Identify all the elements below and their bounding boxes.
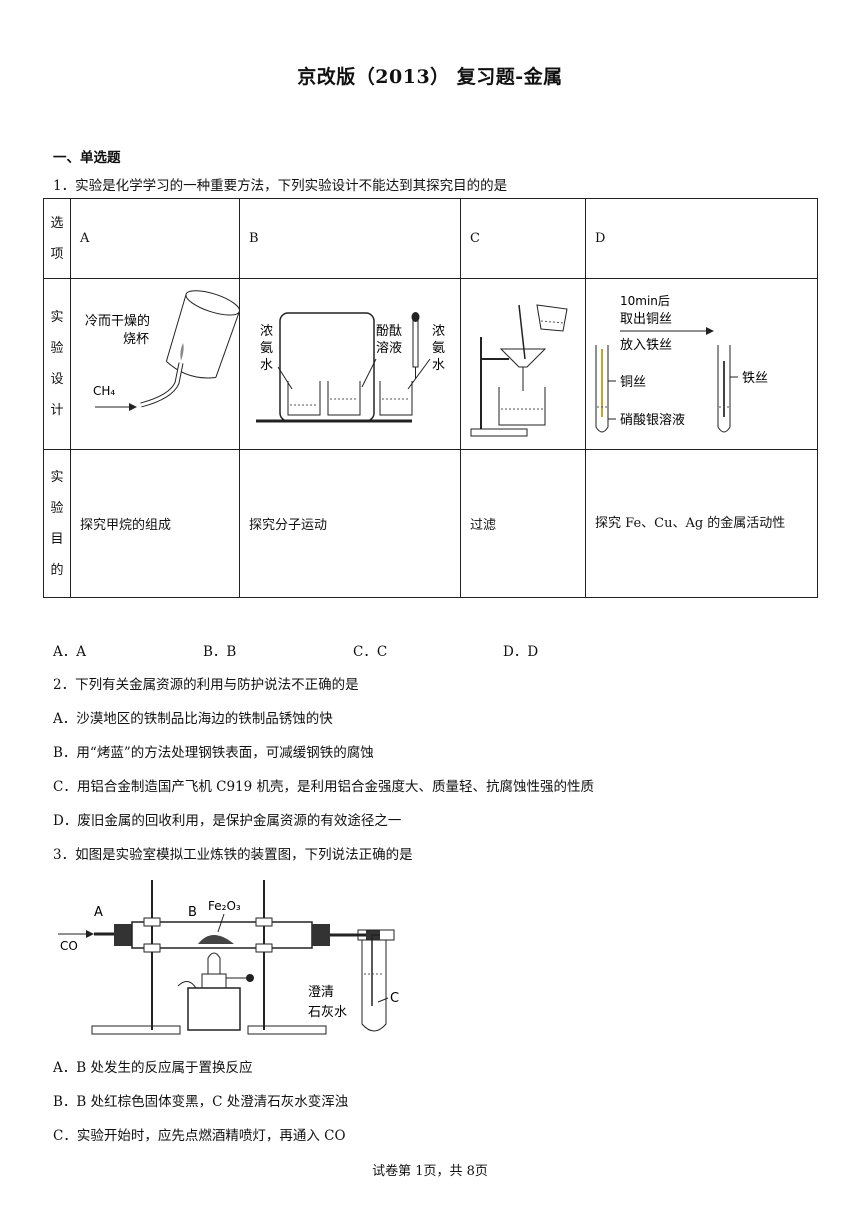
glass-rod bbox=[518, 304, 526, 360]
q2-option-c[interactable]: C．用铝合金制造国产飞机 C919 机壳，是利用铝合金强度大、质量轻、抗腐蚀性强… bbox=[53, 779, 595, 795]
label-a: A bbox=[94, 905, 103, 920]
beaker-middle bbox=[327, 381, 361, 416]
fig-d-line-1: 10min后 bbox=[620, 294, 670, 308]
q3-option-c[interactable]: C．实验开始时，应先点燃酒精喷灯，再通入 CO bbox=[53, 1128, 346, 1144]
fig-b-left-1: 浓 bbox=[260, 324, 273, 339]
test-tube bbox=[361, 940, 387, 1032]
stand-base bbox=[470, 428, 528, 437]
fig-b-right-2: 氨 bbox=[432, 341, 445, 356]
figure-cell-a: 冷而干燥的 烧杯 CH₄ bbox=[70, 278, 241, 450]
fig-b-right-3: 水 bbox=[432, 358, 445, 373]
figure-cell-b: 浓 氨 水 酚酞 溶液 浓 氨 水 bbox=[239, 278, 461, 450]
funnel-icon bbox=[499, 348, 547, 368]
flame-icon bbox=[180, 343, 184, 361]
col-header-c: C bbox=[460, 198, 586, 279]
dropper-icon bbox=[412, 318, 419, 368]
col-header-b: B bbox=[239, 198, 461, 279]
fig-b-mid-1: 酚酞 bbox=[376, 324, 402, 339]
iron-oxide-powder bbox=[198, 935, 234, 944]
pouring-beaker bbox=[536, 304, 568, 332]
question-1-table: 选项 A B C D 实验设计 冷而干燥的 烧杯 CH₄ bbox=[43, 198, 818, 598]
fig-d-copper: 铜丝 bbox=[620, 375, 646, 390]
fig-d-solution: 硝酸银溶液 bbox=[620, 413, 685, 428]
row-header-purpose: 实验目的 bbox=[43, 449, 71, 598]
row-header-design: 实验设计 bbox=[43, 278, 71, 450]
purpose-b: 探究分子运动 bbox=[239, 449, 461, 598]
fig-b-mid-2: 溶液 bbox=[376, 341, 402, 356]
q2-option-a[interactable]: A．沙漠地区的铁制品比海边的铁制品锈蚀的快 bbox=[53, 711, 333, 727]
label-co: CO bbox=[60, 939, 78, 953]
label-lime-2: 石灰水 bbox=[308, 1005, 347, 1020]
filtration-figure bbox=[470, 304, 568, 437]
question-3-stem: 3．如图是实验室模拟工业炼铁的装置图，下列说法正确的是 bbox=[53, 847, 413, 863]
ammonia-diffusion-figure: 浓 氨 水 酚酞 溶液 浓 氨 水 bbox=[256, 312, 445, 423]
q2-option-b[interactable]: B．用“烤蓝”的方法处理钢铁表面，可减缓钢铁的腐蚀 bbox=[53, 745, 374, 761]
label-b: B bbox=[188, 905, 197, 920]
col-header-a: A bbox=[70, 198, 240, 279]
alcohol-lamp bbox=[187, 987, 241, 1031]
fig-b-left-3: 水 bbox=[260, 358, 273, 373]
row-header-text: 选项 bbox=[50, 215, 64, 262]
beaker-rim bbox=[185, 290, 241, 316]
stand-base-right bbox=[247, 1025, 327, 1035]
beaker-left bbox=[287, 381, 321, 416]
fig-b-right-1: 浓 bbox=[432, 324, 445, 339]
option-d[interactable]: D．D bbox=[503, 644, 539, 660]
stand-base-left bbox=[91, 1025, 181, 1035]
metal-activity-figure: 10min后 取出铜丝 放入铁丝 铜丝 硝酸银溶液 铁丝 bbox=[595, 294, 768, 433]
row-header-text: 实验设计 bbox=[50, 310, 64, 418]
row-header-option: 选项 bbox=[43, 198, 71, 279]
iron-smelting-apparatus-figure: A CO B Fe₂O₃ 澄清 石灰水 C bbox=[58, 880, 399, 1035]
label-c: C bbox=[390, 991, 399, 1006]
methane-beaker-figure: 冷而干燥的 烧杯 CH₄ bbox=[85, 290, 241, 411]
fig-d-line-2: 取出铜丝 bbox=[620, 312, 672, 327]
fig-d-iron: 铁丝 bbox=[742, 371, 768, 386]
test-tube-left bbox=[595, 345, 609, 433]
figure-cell-d: 10min后 取出铜丝 放入铁丝 铜丝 硝酸银溶液 铁丝 bbox=[585, 278, 818, 450]
fig-b-left-2: 氨 bbox=[260, 341, 273, 356]
label-fe2o3: Fe₂O₃ bbox=[208, 899, 241, 913]
question-2-stem: 2．下列有关金属资源的利用与防护说法不正确的是 bbox=[53, 677, 359, 693]
purpose-d: 探究 Fe、Cu、Ag 的金属活动性 bbox=[585, 449, 818, 598]
q2-option-d[interactable]: D．废旧金属的回收利用，是保护金属资源的有效途径之一 bbox=[53, 813, 402, 829]
flame-icon bbox=[207, 952, 221, 975]
option-b[interactable]: B．B bbox=[203, 644, 237, 660]
question-1-options: A．A B．B C．C D．D bbox=[53, 640, 538, 660]
fig-a-label-2: 烧杯 bbox=[123, 332, 149, 347]
fig-d-line-3: 放入铁丝 bbox=[620, 338, 672, 353]
q3-option-b[interactable]: B．B 处红棕色固体变黑，C 处澄清石灰水变浑浊 bbox=[53, 1094, 349, 1110]
figure-cell-c bbox=[460, 278, 586, 450]
page-title: 京改版（2013） 复习题-金属 bbox=[297, 66, 563, 88]
question-1-stem: 1．实验是化学学习的一种重要方法，下列实验设计不能达到其探究目的的是 bbox=[53, 178, 508, 194]
lamp-neck bbox=[201, 973, 227, 989]
fig-a-gas: CH₄ bbox=[93, 384, 115, 398]
stopper-right bbox=[312, 924, 330, 946]
fig-a-label-1: 冷而干燥的 bbox=[85, 313, 150, 329]
stopper-left bbox=[114, 924, 132, 946]
purpose-a: 探究甲烷的组成 bbox=[70, 449, 240, 598]
beaker-right bbox=[379, 381, 413, 416]
option-a[interactable]: A．A bbox=[53, 644, 86, 660]
purpose-c: 过滤 bbox=[460, 449, 586, 598]
test-tube-right bbox=[717, 345, 731, 433]
beaker-icon bbox=[498, 387, 546, 426]
label-lime-1: 澄清 bbox=[308, 985, 334, 1000]
row-header-text: 实验目的 bbox=[50, 469, 64, 578]
col-header-d: D bbox=[585, 198, 818, 279]
q3-option-a[interactable]: A．B 处发生的反应属于置换反应 bbox=[53, 1060, 253, 1076]
page-footer: 试卷第 1页，共 8页 bbox=[372, 1164, 488, 1179]
section-heading: 一、单选题 bbox=[53, 150, 121, 166]
option-c[interactable]: C．C bbox=[353, 644, 388, 660]
